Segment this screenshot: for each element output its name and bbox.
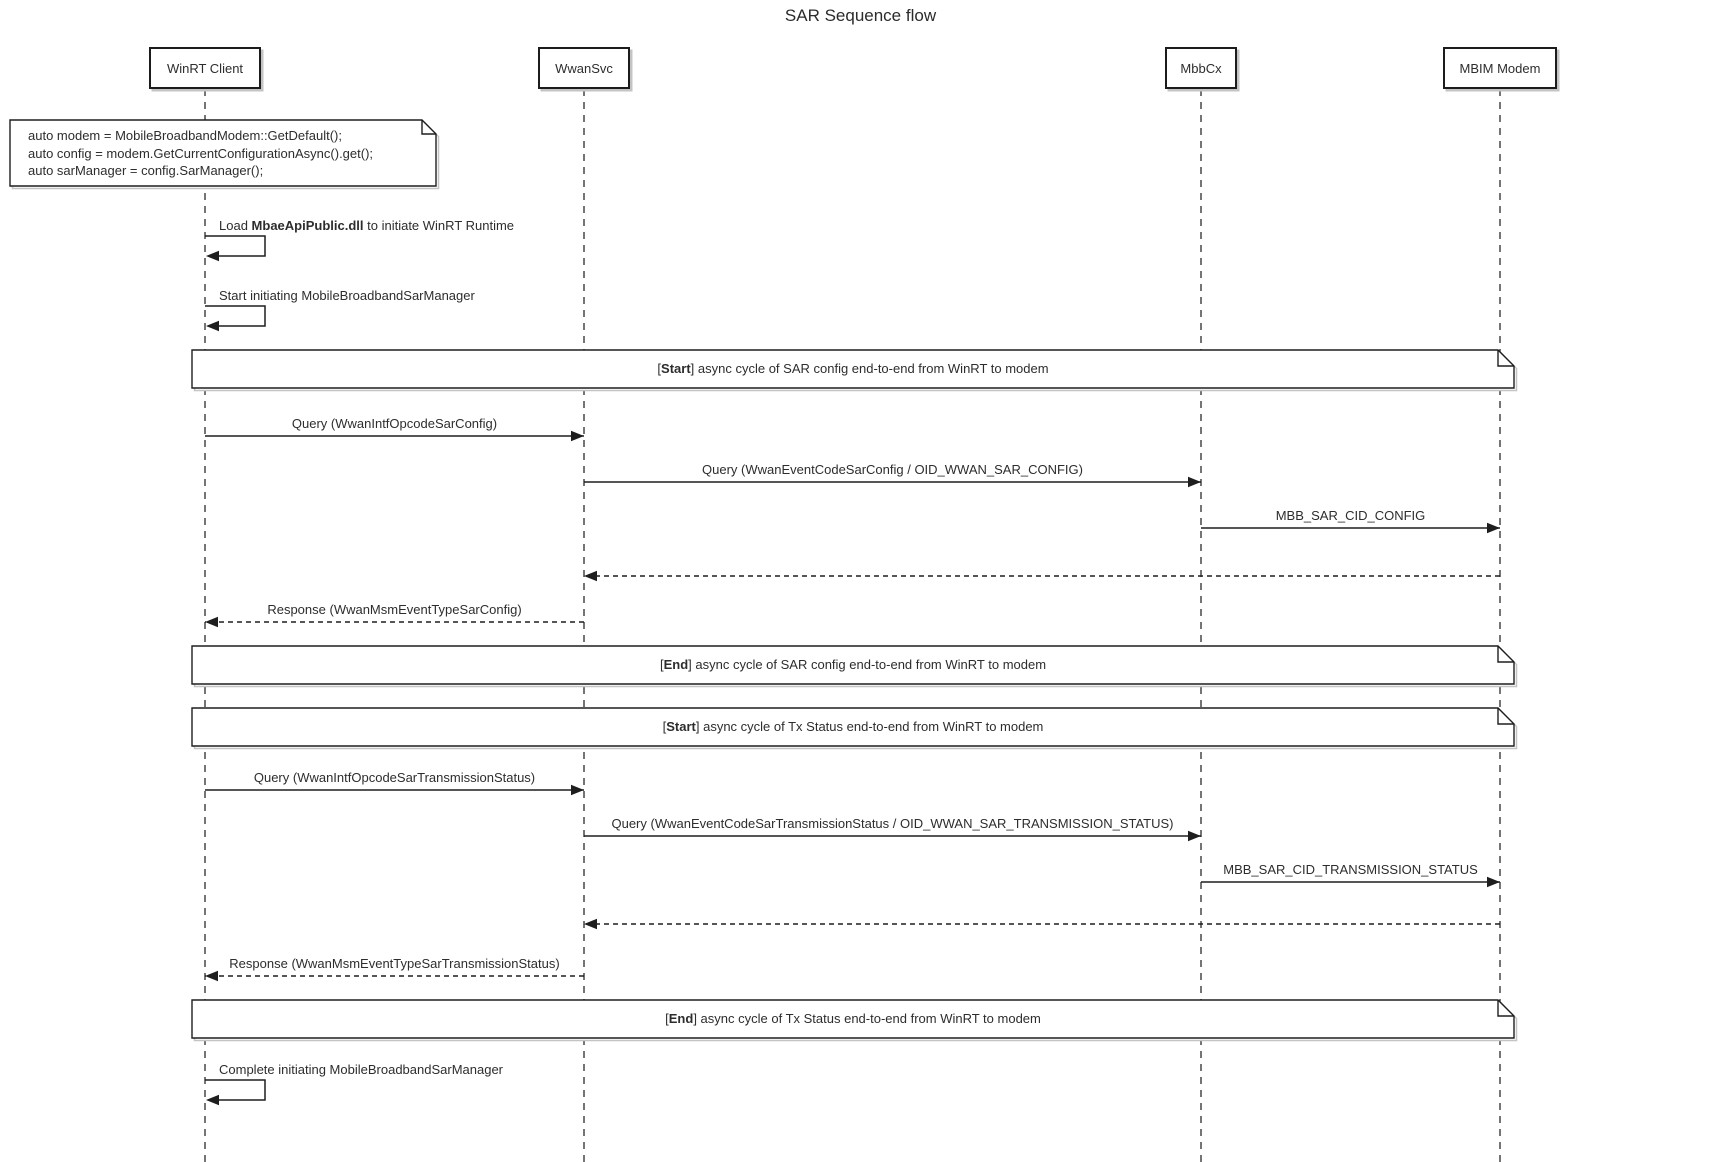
frame (191, 349, 1515, 389)
message-label: Response (WwanMsmEventTypeSarTransmissio… (229, 956, 559, 971)
self-message-label: Complete initiating MobileBroadbandSarMa… (219, 1062, 503, 1077)
frame-label: [Start] async cycle of Tx Status end-to-… (663, 719, 1044, 734)
frame-label: [End] async cycle of SAR config end-to-e… (660, 657, 1046, 672)
label-text: Load (219, 218, 252, 233)
label-text: [ (657, 361, 662, 376)
label-text: ] async cycle of Tx Status end-to-end fr… (695, 719, 1044, 734)
label-text: Query (WwanIntfOpcodeSarConfig) (291, 416, 498, 431)
label-text: Query (WwanIntfOpcodeSarTransmissionStat… (253, 770, 536, 785)
label-text: [ (659, 657, 664, 672)
diagram-title: SAR Sequence flow (784, 6, 937, 25)
message-label: MBB_SAR_CID_CONFIG (1276, 508, 1426, 523)
label-text: Complete initiating MobileBroadbandSarMa… (219, 1062, 504, 1077)
code-note-fold-icon (421, 120, 436, 135)
message-label: Query (WwanIntfOpcodeSarConfig) (292, 416, 497, 431)
arrowhead-icon (1188, 476, 1201, 488)
note-line: auto sarManager = config.SarManager(); (28, 163, 264, 178)
label-text: ] async cycle of SAR config end-to-end f… (690, 361, 1049, 376)
arrowhead-icon (584, 570, 597, 582)
arrowhead-icon (206, 1094, 219, 1106)
message-label: Query (WwanIntfOpcodeSarTransmissionStat… (254, 770, 535, 785)
arrowhead-icon (205, 616, 218, 628)
actor-label: WinRT Client (166, 60, 244, 76)
frame-fold-icon (1497, 1000, 1514, 1017)
label-text: ] async cycle of SAR config end-to-end f… (688, 657, 1047, 672)
frame-label: [Start] async cycle of SAR config end-to… (657, 361, 1048, 376)
actor-box-wwansvc: WwanSvc (538, 47, 630, 89)
actor-label: WwanSvc (555, 60, 613, 76)
note-line: auto config = modem.GetCurrentConfigurat… (28, 145, 374, 161)
code-note (9, 119, 437, 187)
note-line: auto modem = MobileBroadbandModem::GetDe… (28, 128, 342, 143)
arrowhead-icon (1188, 830, 1201, 842)
actor-label: MbbCx (1180, 60, 1222, 76)
frame (191, 999, 1515, 1039)
actor-box-winrt: WinRT Client (149, 47, 261, 89)
message-label: Query (WwanEventCodeSarConfig / OID_WWAN… (702, 462, 1083, 477)
arrowhead-icon (1487, 522, 1500, 534)
label-text: MBB_SAR_CID_TRANSMISSION_STATUS (1223, 862, 1478, 877)
frame-fold-icon (1497, 646, 1514, 663)
actor-label: MBIM Modem (1459, 60, 1541, 76)
label-text: Response (WwanMsmEventTypeSarConfig) (267, 602, 522, 617)
arrowhead-icon (571, 430, 584, 442)
label-text: MbaeApiPublic.dll (251, 218, 364, 233)
self-message-loop (205, 1079, 266, 1101)
label-text: to initiate WinRT Runtime (363, 218, 515, 233)
label-text: End (668, 1011, 694, 1026)
label-text: MBB_SAR_CID_CONFIG (1275, 508, 1426, 523)
frame-fold-icon (1497, 708, 1514, 725)
label-text: [ (662, 719, 667, 734)
message-label: MBB_SAR_CID_TRANSMISSION_STATUS (1223, 862, 1478, 877)
frame (191, 645, 1515, 685)
self-message-label: Load MbaeApiPublic.dll to initiate WinRT… (219, 218, 514, 233)
self-message-loop (205, 235, 266, 257)
label-text: Query (WwanEventCodeSarTransmissionStatu… (611, 816, 1174, 831)
label-text: End (663, 657, 689, 672)
arrowhead-icon (205, 970, 218, 982)
label-text: Start (666, 719, 696, 734)
label-text: Start (661, 361, 691, 376)
arrowhead-icon (206, 250, 219, 262)
actor-box-modem: MBIM Modem (1443, 47, 1557, 89)
self-message-loop (205, 305, 266, 327)
label-text: Response (WwanMsmEventTypeSarTransmissio… (229, 956, 560, 971)
label-text: Query (WwanEventCodeSarConfig / OID_WWAN… (702, 462, 1083, 477)
message-label: Query (WwanEventCodeSarTransmissionStatu… (611, 816, 1173, 831)
frame (191, 707, 1515, 747)
arrowhead-icon (206, 320, 219, 332)
message-label: Response (WwanMsmEventTypeSarConfig) (267, 602, 521, 617)
arrowhead-icon (584, 918, 597, 930)
label-text: ] async cycle of Tx Status end-to-end fr… (693, 1011, 1041, 1026)
label-text: Start initiating MobileBroadbandSarManag… (219, 288, 475, 303)
arrowhead-icon (1487, 876, 1500, 888)
frame-fold-icon (1497, 350, 1514, 367)
actor-box-mbbcx: MbbCx (1165, 47, 1237, 89)
arrowhead-icon (571, 784, 584, 796)
frame-label: [End] async cycle of Tx Status end-to-en… (665, 1011, 1041, 1026)
label-text: [ (665, 1011, 669, 1026)
self-message-label: Start initiating MobileBroadbandSarManag… (219, 288, 475, 303)
